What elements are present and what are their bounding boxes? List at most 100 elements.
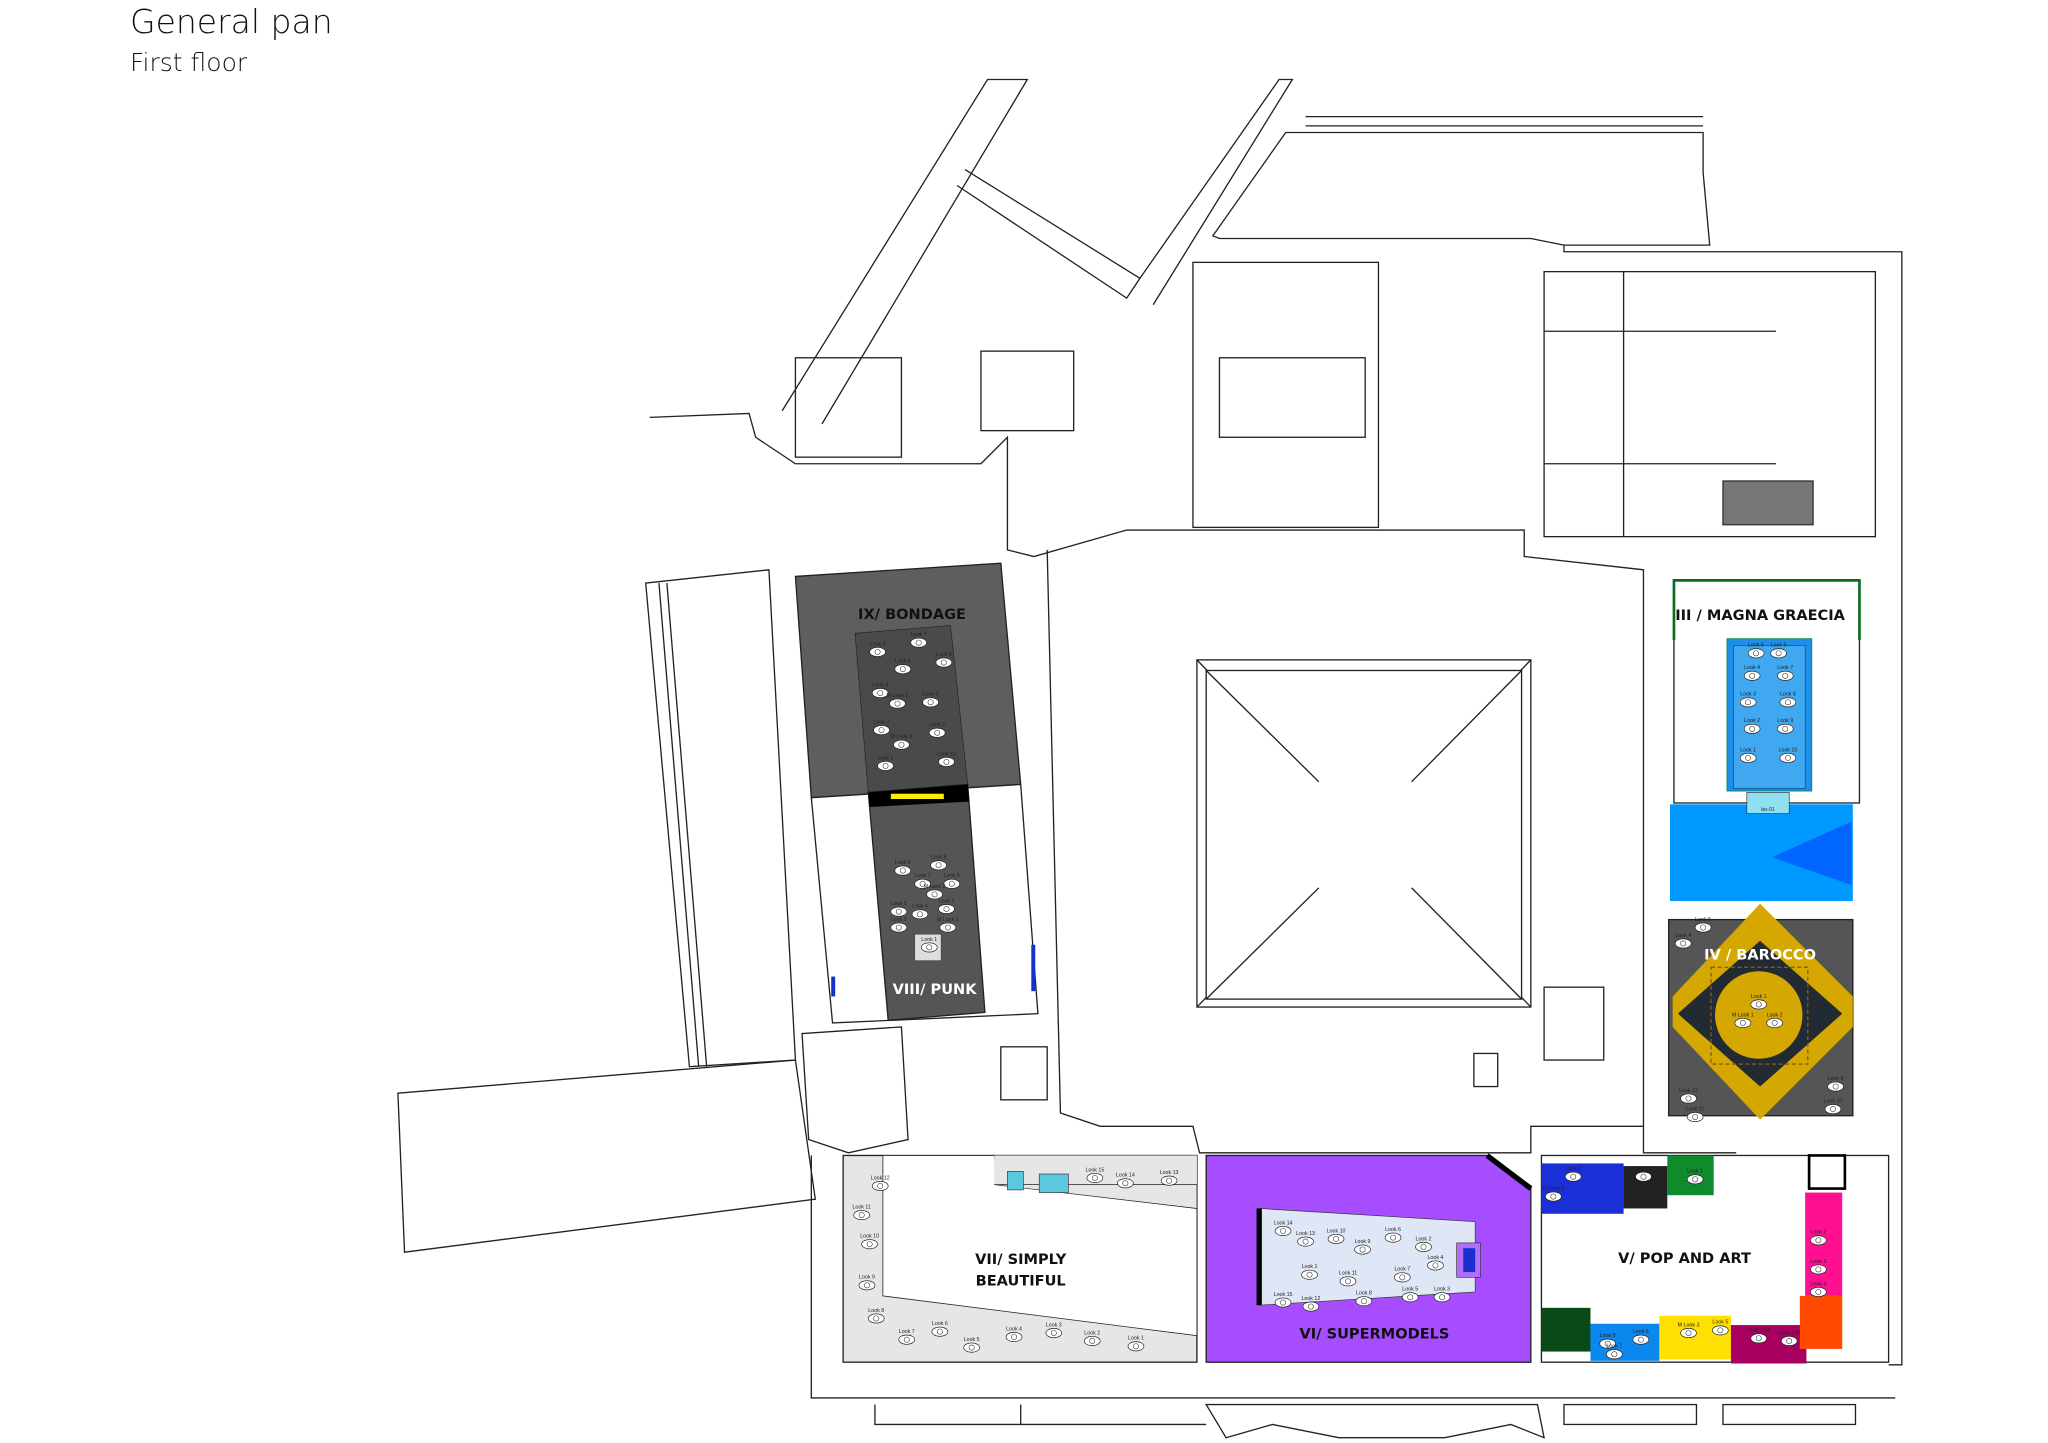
look-label: Look 1 <box>1302 1264 1318 1270</box>
look-marker[interactable]: Look 12 <box>1301 1296 1320 1312</box>
look-marker[interactable]: Look 2 <box>1766 1012 1783 1028</box>
look-marker[interactable]: Look 8 <box>930 855 947 871</box>
look-marker[interactable]: M Look 1 <box>1732 1012 1754 1028</box>
look-icon-center <box>1133 1343 1139 1350</box>
look-marker[interactable]: Look 1 <box>920 937 938 953</box>
look-marker[interactable]: Look 15 <box>1274 1292 1293 1308</box>
look-marker[interactable]: Look 1 M <box>1778 1330 1800 1346</box>
look-marker[interactable]: Look 6 <box>894 659 912 675</box>
look-marker[interactable]: Look 14 <box>1116 1173 1135 1189</box>
look-marker[interactable]: Look 6 <box>894 860 912 876</box>
look-icon <box>1779 752 1797 763</box>
look-marker[interactable]: Look 2 <box>1564 1166 1582 1182</box>
look-marker[interactable]: Look 9 <box>1776 718 1794 734</box>
look-marker[interactable]: Look 14 <box>1274 1220 1293 1236</box>
look-marker[interactable]: Look 9 <box>1827 1076 1844 1092</box>
look-marker[interactable]: Look 8 <box>1779 692 1797 708</box>
look-marker[interactable]: Look 7 <box>914 873 931 889</box>
look-marker[interactable]: Look 2 M <box>1748 1328 1770 1344</box>
look-marker[interactable]: Look 5 <box>869 641 886 657</box>
look-marker[interactable]: Look 1 <box>1301 1264 1318 1280</box>
look-marker[interactable]: Look 7 <box>1394 1267 1411 1283</box>
look-marker[interactable]: Look 9 <box>858 1275 876 1291</box>
look-marker[interactable]: Look 10 <box>860 1234 879 1250</box>
look-marker[interactable]: Look 5 <box>1747 643 1765 659</box>
look-marker[interactable]: Look 1 <box>877 755 894 771</box>
look-marker[interactable]: Look 6 <box>1770 643 1787 659</box>
look-marker[interactable]: Look 7 <box>1776 665 1794 681</box>
look-marker[interactable]: Look 4 <box>1810 1281 1827 1297</box>
look-marker[interactable]: M Look 2 <box>891 734 913 750</box>
look-marker[interactable]: Look 10 <box>1327 1228 1346 1244</box>
look-marker[interactable]: Look 10 <box>1778 747 1797 763</box>
look-marker[interactable]: Look 2 <box>1810 1230 1827 1246</box>
look-marker[interactable]: Look 1 <box>1127 1336 1145 1352</box>
look-marker[interactable]: M Look 2 <box>924 884 946 900</box>
look-marker[interactable]: Look 7 <box>898 1329 916 1345</box>
look-marker[interactable]: Look 2 <box>1083 1330 1101 1346</box>
look-marker[interactable]: Look 15 <box>1085 1167 1104 1183</box>
look-marker[interactable]: Look 2 <box>1415 1236 1432 1252</box>
look-marker[interactable]: Look 2 <box>890 917 908 933</box>
look-marker[interactable]: Look 1 <box>1739 747 1757 763</box>
look-marker[interactable]: Look 8 <box>935 652 953 668</box>
look-marker[interactable]: Look 3 <box>873 719 890 736</box>
look-icon-center <box>948 880 955 887</box>
look-marker[interactable]: Look 11 <box>1339 1271 1358 1287</box>
look-marker[interactable]: Look 10 <box>1824 1098 1843 1115</box>
look-marker[interactable]: Look 4 <box>1005 1326 1023 1342</box>
look-marker[interactable]: M Look 1 <box>887 693 909 709</box>
look-marker[interactable]: Look 11 <box>1686 1106 1705 1123</box>
look-marker[interactable]: Look 1 <box>1750 994 1768 1010</box>
look-marker[interactable]: Look 4 <box>1743 665 1761 681</box>
look-marker[interactable]: M Look 2 <box>1542 1186 1564 1202</box>
look-marker[interactable]: Look 5 <box>1401 1287 1419 1303</box>
look-marker[interactable]: Look 5 <box>890 901 908 917</box>
look-marker[interactable]: Look 3 <box>1810 1259 1827 1275</box>
look-marker[interactable]: Look 10 <box>937 751 956 767</box>
look-marker[interactable]: Look 7 <box>910 632 927 648</box>
look-marker[interactable]: Look 4 <box>871 682 889 698</box>
look-marker[interactable]: Look 13 <box>1160 1170 1179 1186</box>
look-marker[interactable]: Look 4 <box>1427 1255 1444 1271</box>
look-marker[interactable]: Look 4 <box>911 904 929 920</box>
look-marker[interactable]: M Look 1 <box>937 917 959 933</box>
look-marker[interactable]: Look 6 <box>1384 1227 1402 1243</box>
look-marker[interactable]: Look 2 <box>1743 718 1761 734</box>
look-marker[interactable]: Look 12 <box>1679 1088 1698 1104</box>
look-marker[interactable]: Look 13 <box>1296 1231 1315 1247</box>
look-marker[interactable]: Look 7 <box>1606 1344 1623 1360</box>
look-marker[interactable]: Look 11 <box>852 1204 871 1221</box>
look-marker[interactable]: Look 1 <box>1635 1166 1652 1182</box>
look-marker[interactable]: Look 9 <box>943 873 961 889</box>
look-marker[interactable]: Look 8 <box>1599 1333 1616 1349</box>
look-marker[interactable]: Look 1 <box>1686 1169 1704 1185</box>
look-marker[interactable]: Look 5 <box>1694 917 1712 933</box>
look-icon-center <box>1050 1330 1057 1336</box>
look-marker[interactable]: Look 8 <box>867 1308 885 1324</box>
look-marker[interactable]: Look 12 <box>871 1175 890 1191</box>
look-marker[interactable]: Look 3 <box>938 898 955 914</box>
look-marker[interactable]: Look 4 <box>1674 933 1692 949</box>
look-marker[interactable]: Look 6 <box>931 1321 949 1337</box>
look-marker[interactable]: Look 5 <box>1712 1320 1729 1336</box>
look-label: Look 9 <box>944 873 960 879</box>
look-marker[interactable]: Look 9 <box>1354 1239 1371 1255</box>
look-marker[interactable]: Look 3 <box>1433 1287 1451 1303</box>
look-marker[interactable]: Look 9 <box>922 692 939 708</box>
look-marker[interactable]: Look 6 <box>1632 1329 1650 1345</box>
look-marker[interactable]: Look 2 <box>928 722 946 738</box>
look-marker[interactable]: Look 3 <box>1045 1322 1063 1338</box>
look-icon <box>1083 1336 1101 1346</box>
look-marker[interactable]: Look 8 <box>1355 1291 1373 1307</box>
look-marker[interactable]: M Look 3 <box>1678 1322 1700 1338</box>
look-marker[interactable]: Look 5 <box>963 1337 980 1353</box>
look-marker[interactable]: Look 3 <box>1739 692 1757 708</box>
